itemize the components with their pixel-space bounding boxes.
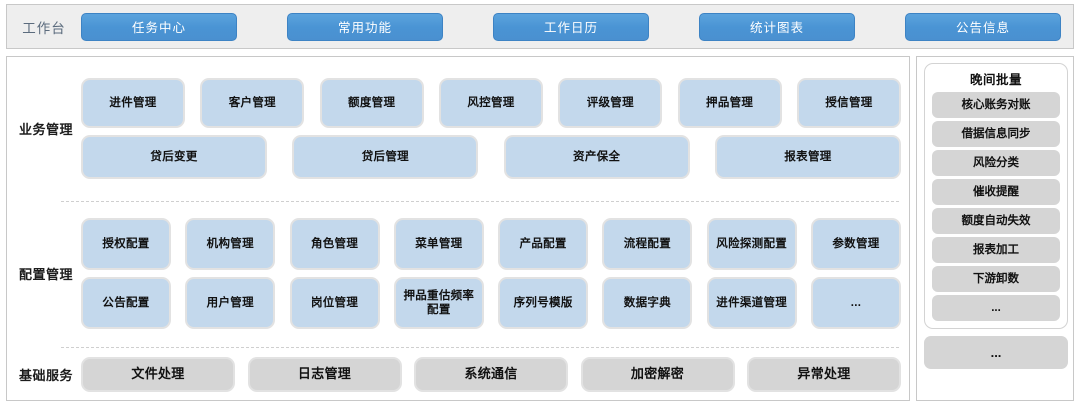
night-batch-item-2[interactable]: 借据信息同步 [932,121,1060,147]
header-tab-5[interactable]: 公告信息 [905,12,1061,41]
section-divider-1 [61,201,899,202]
business-card-4[interactable]: 风控管理 [440,80,541,126]
config-card-r1-1[interactable]: 授权配置 [83,220,169,268]
header-tab-list: 任务中心 常用功能 工作日历 统计图表 公告信息 [81,12,1073,41]
business-card-wide-4[interactable]: 报表管理 [716,137,899,177]
business-card-3[interactable]: 额度管理 [321,80,422,126]
main-panel: 业务管理 进件管理客户管理额度管理风控管理评级管理押品管理授信管理 贷后变更贷后… [6,56,910,401]
config-card-r2-6[interactable]: 数据字典 [604,279,691,327]
header-tab-3[interactable]: 工作日历 [493,12,649,41]
config-card-r2-7[interactable]: 进件渠道管理 [708,279,795,327]
config-card-r1-8[interactable]: 参数管理 [812,220,899,268]
business-card-7[interactable]: 授信管理 [798,80,899,126]
night-batch-item-8[interactable]: ... [932,295,1060,321]
basic-service-card-3[interactable]: 系统通信 [416,359,566,390]
night-batch-item-1[interactable]: 核心账务对账 [932,92,1060,118]
night-batch-title: 晚间批量 [969,73,1022,87]
basic-service-card-5[interactable]: 异常处理 [749,359,899,390]
night-batch-item-5[interactable]: 额度自动失效 [932,208,1060,234]
section-label-config: 配置管理 [19,267,74,282]
business-row-1: 进件管理客户管理额度管理风控管理评级管理押品管理授信管理 [83,80,899,126]
basic-service-card-4[interactable]: 加密解密 [582,359,733,390]
config-row-1: 授权配置机构管理角色管理菜单管理产品配置流程配置风险探测配置参数管理 [83,220,899,268]
basic-service-row: 文件处理日志管理系统通信加密解密异常处理 [83,359,899,390]
night-batch-box: 晚间批量 核心账务对账借据信息同步风险分类催收提醒额度自动失效报表加工下游卸数.… [924,63,1068,329]
basic-service-card-1[interactable]: 文件处理 [83,359,233,390]
config-row-2: 公告配置用户管理岗位管理押品重估频率配置序列号模版数据字典进件渠道管理... [83,279,899,327]
night-batch-item-3[interactable]: 风险分类 [932,150,1060,176]
config-card-r2-5[interactable]: 序列号模版 [500,279,587,327]
section-label-basic: 基础服务 [19,368,74,383]
night-batch-list: 核心账务对账借据信息同步风险分类催收提醒额度自动失效报表加工下游卸数... [932,92,1060,321]
config-card-r2-8[interactable]: ... [812,279,899,327]
header-bar: 工作台 任务中心 常用功能 工作日历 统计图表 公告信息 [6,4,1074,49]
section-body-basic: 文件处理日志管理系统通信加密解密异常处理 [83,359,909,390]
config-card-r1-7[interactable]: 风险探测配置 [708,220,795,268]
config-card-r2-2[interactable]: 用户管理 [187,279,274,327]
config-card-r1-4[interactable]: 菜单管理 [395,220,482,268]
config-card-r1-5[interactable]: 产品配置 [500,220,587,268]
section-divider-2 [61,347,899,348]
right-panel-more-button[interactable]: ... [924,336,1068,369]
config-card-r2-1[interactable]: 公告配置 [83,279,169,327]
business-card-6[interactable]: 押品管理 [679,80,780,126]
business-card-2[interactable]: 客户管理 [202,80,303,126]
business-card-wide-3[interactable]: 资产保全 [505,137,688,177]
night-batch-item-7[interactable]: 下游卸数 [932,266,1060,292]
business-card-1[interactable]: 进件管理 [83,80,183,126]
basic-service-card-2[interactable]: 日志管理 [249,359,400,390]
section-label-business: 业务管理 [19,122,74,137]
config-card-r2-4[interactable]: 押品重估频率配置 [395,279,482,327]
business-card-wide-2[interactable]: 贷后管理 [294,137,477,177]
night-batch-item-6[interactable]: 报表加工 [932,237,1060,263]
page-title: 工作台 [22,20,66,36]
config-card-r1-3[interactable]: 角色管理 [291,220,378,268]
section-basic-services: 基础服务 文件处理日志管理系统通信加密解密异常处理 [7,348,909,401]
business-card-5[interactable]: 评级管理 [560,80,661,126]
business-card-wide-1[interactable]: 贷后变更 [83,137,265,177]
header-tab-1[interactable]: 任务中心 [81,12,237,41]
night-batch-item-4[interactable]: 催收提醒 [932,179,1060,205]
config-card-r1-2[interactable]: 机构管理 [187,220,274,268]
header-tab-4[interactable]: 统计图表 [699,12,855,41]
right-panel: 晚间批量 核心账务对账借据信息同步风险分类催收提醒额度自动失效报表加工下游卸数.… [916,56,1074,401]
section-body-config: 授权配置机构管理角色管理菜单管理产品配置流程配置风险探测配置参数管理 公告配置用… [83,220,909,327]
config-card-r1-6[interactable]: 流程配置 [604,220,691,268]
section-config-management: 配置管理 授权配置机构管理角色管理菜单管理产品配置流程配置风险探测配置参数管理 … [7,202,909,345]
section-body-business: 进件管理客户管理额度管理风控管理评级管理押品管理授信管理 贷后变更贷后管理资产保… [83,80,909,177]
config-card-r2-3[interactable]: 岗位管理 [291,279,378,327]
section-business-management: 业务管理 进件管理客户管理额度管理风控管理评级管理押品管理授信管理 贷后变更贷后… [7,57,909,200]
business-row-2: 贷后变更贷后管理资产保全报表管理 [83,137,899,177]
header-tab-2[interactable]: 常用功能 [287,12,443,41]
